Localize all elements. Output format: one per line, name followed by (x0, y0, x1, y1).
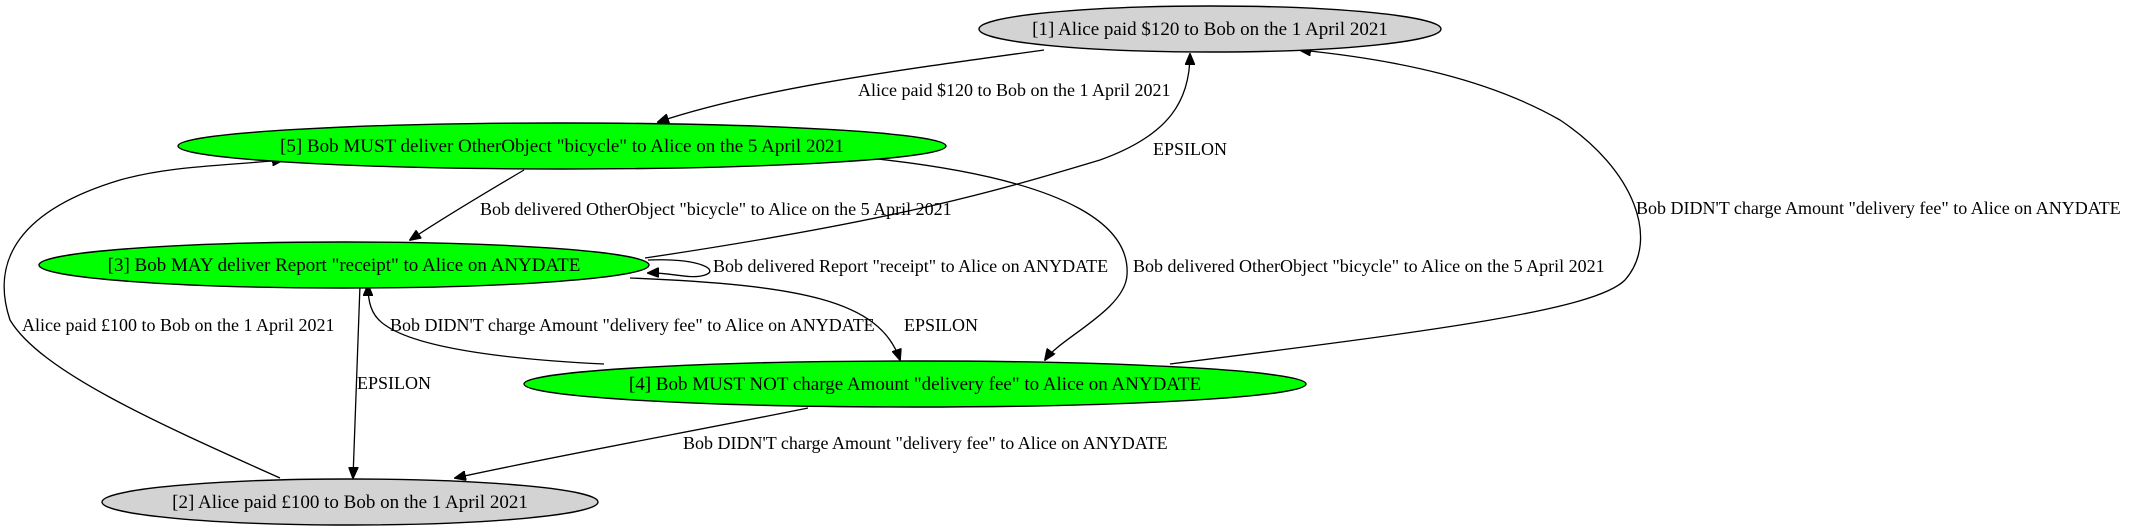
node-2-label: [2] Alice paid £100 to Bob on the 1 Apri… (172, 492, 528, 513)
node-4: [4] Bob MUST NOT charge Amount "delivery… (523, 360, 1307, 408)
edge-n2-to-n5 (3, 160, 283, 479)
edge-n5-to-n4 (867, 157, 1128, 360)
edge-n5-to-n3 (410, 169, 525, 240)
node-5-ellipse (177, 122, 947, 170)
edge-n4-to-n2 (455, 407, 809, 478)
node-1: [1] Alice paid $120 to Bob on the 1 Apri… (978, 5, 1442, 53)
node-2-ellipse (101, 478, 599, 526)
edge-label-n1-to-n5: Alice paid $120 to Bob on the 1 April 20… (858, 80, 1170, 100)
edge-labels: Alice paid $120 to Bob on the 1 April 20… (22, 80, 2121, 453)
node-5: [5] Bob MUST deliver OtherObject "bicycl… (177, 122, 947, 170)
node-2: [2] Alice paid £100 to Bob on the 1 Apri… (101, 478, 599, 526)
edge-label-n3-to-n1: EPSILON (1153, 139, 1227, 159)
node-3-label: [3] Bob MAY deliver Report "receipt" to … (108, 255, 581, 276)
edge-n4-to-n3 (368, 285, 605, 365)
nodes: [1] Alice paid $120 to Bob on the 1 Apri… (38, 5, 1442, 526)
edge-label-n5-to-n4: Bob delivered OtherObject "bicycle" to A… (1133, 256, 1605, 276)
edge-label-n5-to-n3: Bob delivered OtherObject "bicycle" to A… (480, 199, 952, 219)
edge-n3-to-n4 (629, 277, 900, 360)
edge-label-n3-to-n4: EPSILON (904, 315, 978, 335)
edge-label-n3-self-loop: Bob delivered Report "receipt" to Alice … (713, 256, 1108, 276)
node-1-label: [1] Alice paid $120 to Bob on the 1 Apri… (1032, 19, 1388, 40)
node-4-ellipse (523, 360, 1307, 408)
edge-label-n4-to-n2: Bob DIDN'T charge Amount "delivery fee" … (683, 433, 1168, 453)
node-4-label: [4] Bob MUST NOT charge Amount "delivery… (629, 374, 1201, 395)
node-3: [3] Bob MAY deliver Report "receipt" to … (38, 241, 650, 289)
edge-n3-to-n1 (644, 54, 1190, 259)
edge-n3-to-n2 (353, 284, 361, 478)
node-5-label: [5] Bob MUST deliver OtherObject "bicycl… (280, 136, 844, 157)
edges (3, 49, 1642, 479)
edge-label-n4-to-n3: Bob DIDN'T charge Amount "delivery fee" … (390, 315, 875, 335)
node-1-ellipse (978, 5, 1442, 53)
edge-n4-to-n1 (1169, 50, 1642, 365)
edge-label-n4-to-n1: Bob DIDN'T charge Amount "delivery fee" … (1636, 198, 2121, 218)
node-3-ellipse (38, 241, 650, 289)
edge-n3-self-loop (648, 259, 711, 277)
edge-n1-to-n5 (658, 49, 1045, 122)
edge-label-n3-to-n2: EPSILON (357, 373, 431, 393)
edge-label-n2-to-n5: Alice paid £100 to Bob on the 1 April 20… (22, 315, 334, 335)
